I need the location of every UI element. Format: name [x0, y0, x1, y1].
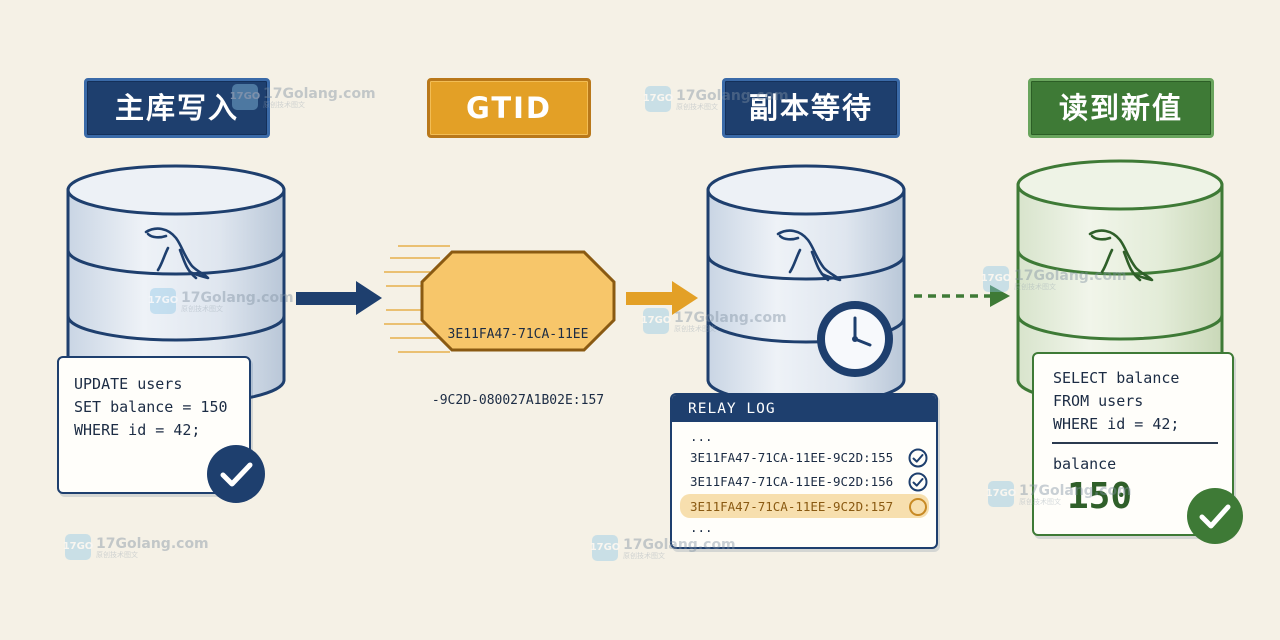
mysql-dolphin-icon	[776, 229, 842, 282]
result-column-label: balance	[1053, 455, 1117, 473]
check-circle-small-icon	[908, 472, 928, 492]
gtid-line-1: 3E11FA47-71CA-11EE	[447, 327, 589, 342]
watermark-sub: 原创技术图文	[181, 305, 223, 313]
relay-log-row: 3E11FA47-71CA-11EE-9C2D:155	[690, 450, 894, 465]
watermark-sub: 原创技术图文	[676, 103, 718, 111]
watermark-sub: 原创技术图文	[96, 551, 138, 559]
relay-log-row: 3E11FA47-71CA-11EE-9C2D:156	[690, 474, 894, 489]
watermark-sub: 原创技术图文	[1014, 283, 1056, 291]
result-divider	[1052, 442, 1218, 444]
read-database-cylinder	[1016, 159, 1224, 406]
check-circle-icon	[207, 445, 265, 503]
watermark-logo: 17GO	[230, 83, 260, 110]
gtid-token: 3E11FA47-71CA-11EE -9C2D-080027A1B02E:15…	[426, 280, 610, 456]
watermark-logo: 17GO	[63, 533, 93, 560]
sql-line: SELECT balance	[1053, 369, 1180, 387]
watermark-logo: 17GO	[590, 534, 620, 561]
result-value: 150	[1067, 476, 1133, 517]
sql-line: WHERE id = 42;	[74, 421, 201, 439]
mysql-dolphin-icon	[1088, 229, 1154, 282]
watermark-logo: 17GO	[986, 480, 1016, 507]
gtid-motion-lines	[384, 245, 450, 353]
arrow-gtid-to-replica	[626, 281, 698, 315]
pending-circle-icon	[909, 498, 927, 516]
watermark-brand: 17Golang.com	[181, 290, 294, 306]
watermark-brand: 17Golang.com	[676, 88, 789, 104]
gtid-line-2: -9C2D-080027A1B02E:157	[431, 393, 605, 408]
watermark-brand: 17Golang.com	[96, 536, 209, 552]
watermark-brand: 17Golang.com	[1014, 268, 1127, 284]
watermark-brand: 17Golang.com	[623, 537, 736, 553]
watermark-sub: 原创技术图文	[1019, 498, 1061, 506]
watermark-brand: 17Golang.com	[1019, 483, 1132, 499]
sql-line: WHERE id = 42;	[1053, 415, 1180, 433]
watermark-sub: 原创技术图文	[623, 552, 665, 560]
watermark-logo: 17GO	[641, 307, 671, 334]
relay-log-title: RELAY LOG	[672, 395, 936, 422]
relay-log-row: ...	[690, 520, 713, 535]
arrow-primary-to-gtid	[296, 281, 382, 315]
sql-line: SET balance = 150	[74, 398, 228, 416]
watermark-brand: 17Golang.com	[263, 86, 376, 102]
sql-line: UPDATE users	[74, 375, 183, 393]
step-title-primary-write: 主库写入	[84, 78, 270, 138]
relay-log-card: RELAY LOG ... 3E11FA47-71CA-11EE-9C2D:15…	[670, 393, 938, 549]
step-title-read-new-value: 读到新值	[1028, 78, 1214, 138]
step-title-gtid: GTID	[427, 78, 591, 138]
sql-line: FROM users	[1053, 392, 1144, 410]
arrow-replica-to-read	[914, 285, 1010, 307]
check-circle-icon	[1187, 488, 1243, 544]
clock-icon	[817, 301, 893, 377]
watermark-logo: 17GO	[643, 85, 673, 112]
watermark-brand: 17Golang.com	[674, 310, 787, 326]
relay-log-row: ...	[690, 429, 713, 444]
mysql-dolphin-icon	[144, 227, 210, 280]
check-circle-small-icon	[908, 448, 928, 468]
watermark-sub: 原创技术图文	[674, 325, 716, 333]
watermark-sub: 原创技术图文	[263, 101, 305, 109]
watermark-logo: 17GO	[981, 265, 1011, 292]
relay-log-pending-highlight	[680, 494, 929, 518]
gtid-token-shape	[420, 250, 616, 352]
relay-log-row-pending: 3E11FA47-71CA-11EE-9C2D:157	[690, 499, 894, 514]
primary-database-cylinder	[66, 164, 286, 406]
step-title-replica-wait: 副本等待	[722, 78, 900, 138]
watermark-logo: 17GO	[148, 287, 178, 314]
replica-database-cylinder	[706, 164, 906, 406]
